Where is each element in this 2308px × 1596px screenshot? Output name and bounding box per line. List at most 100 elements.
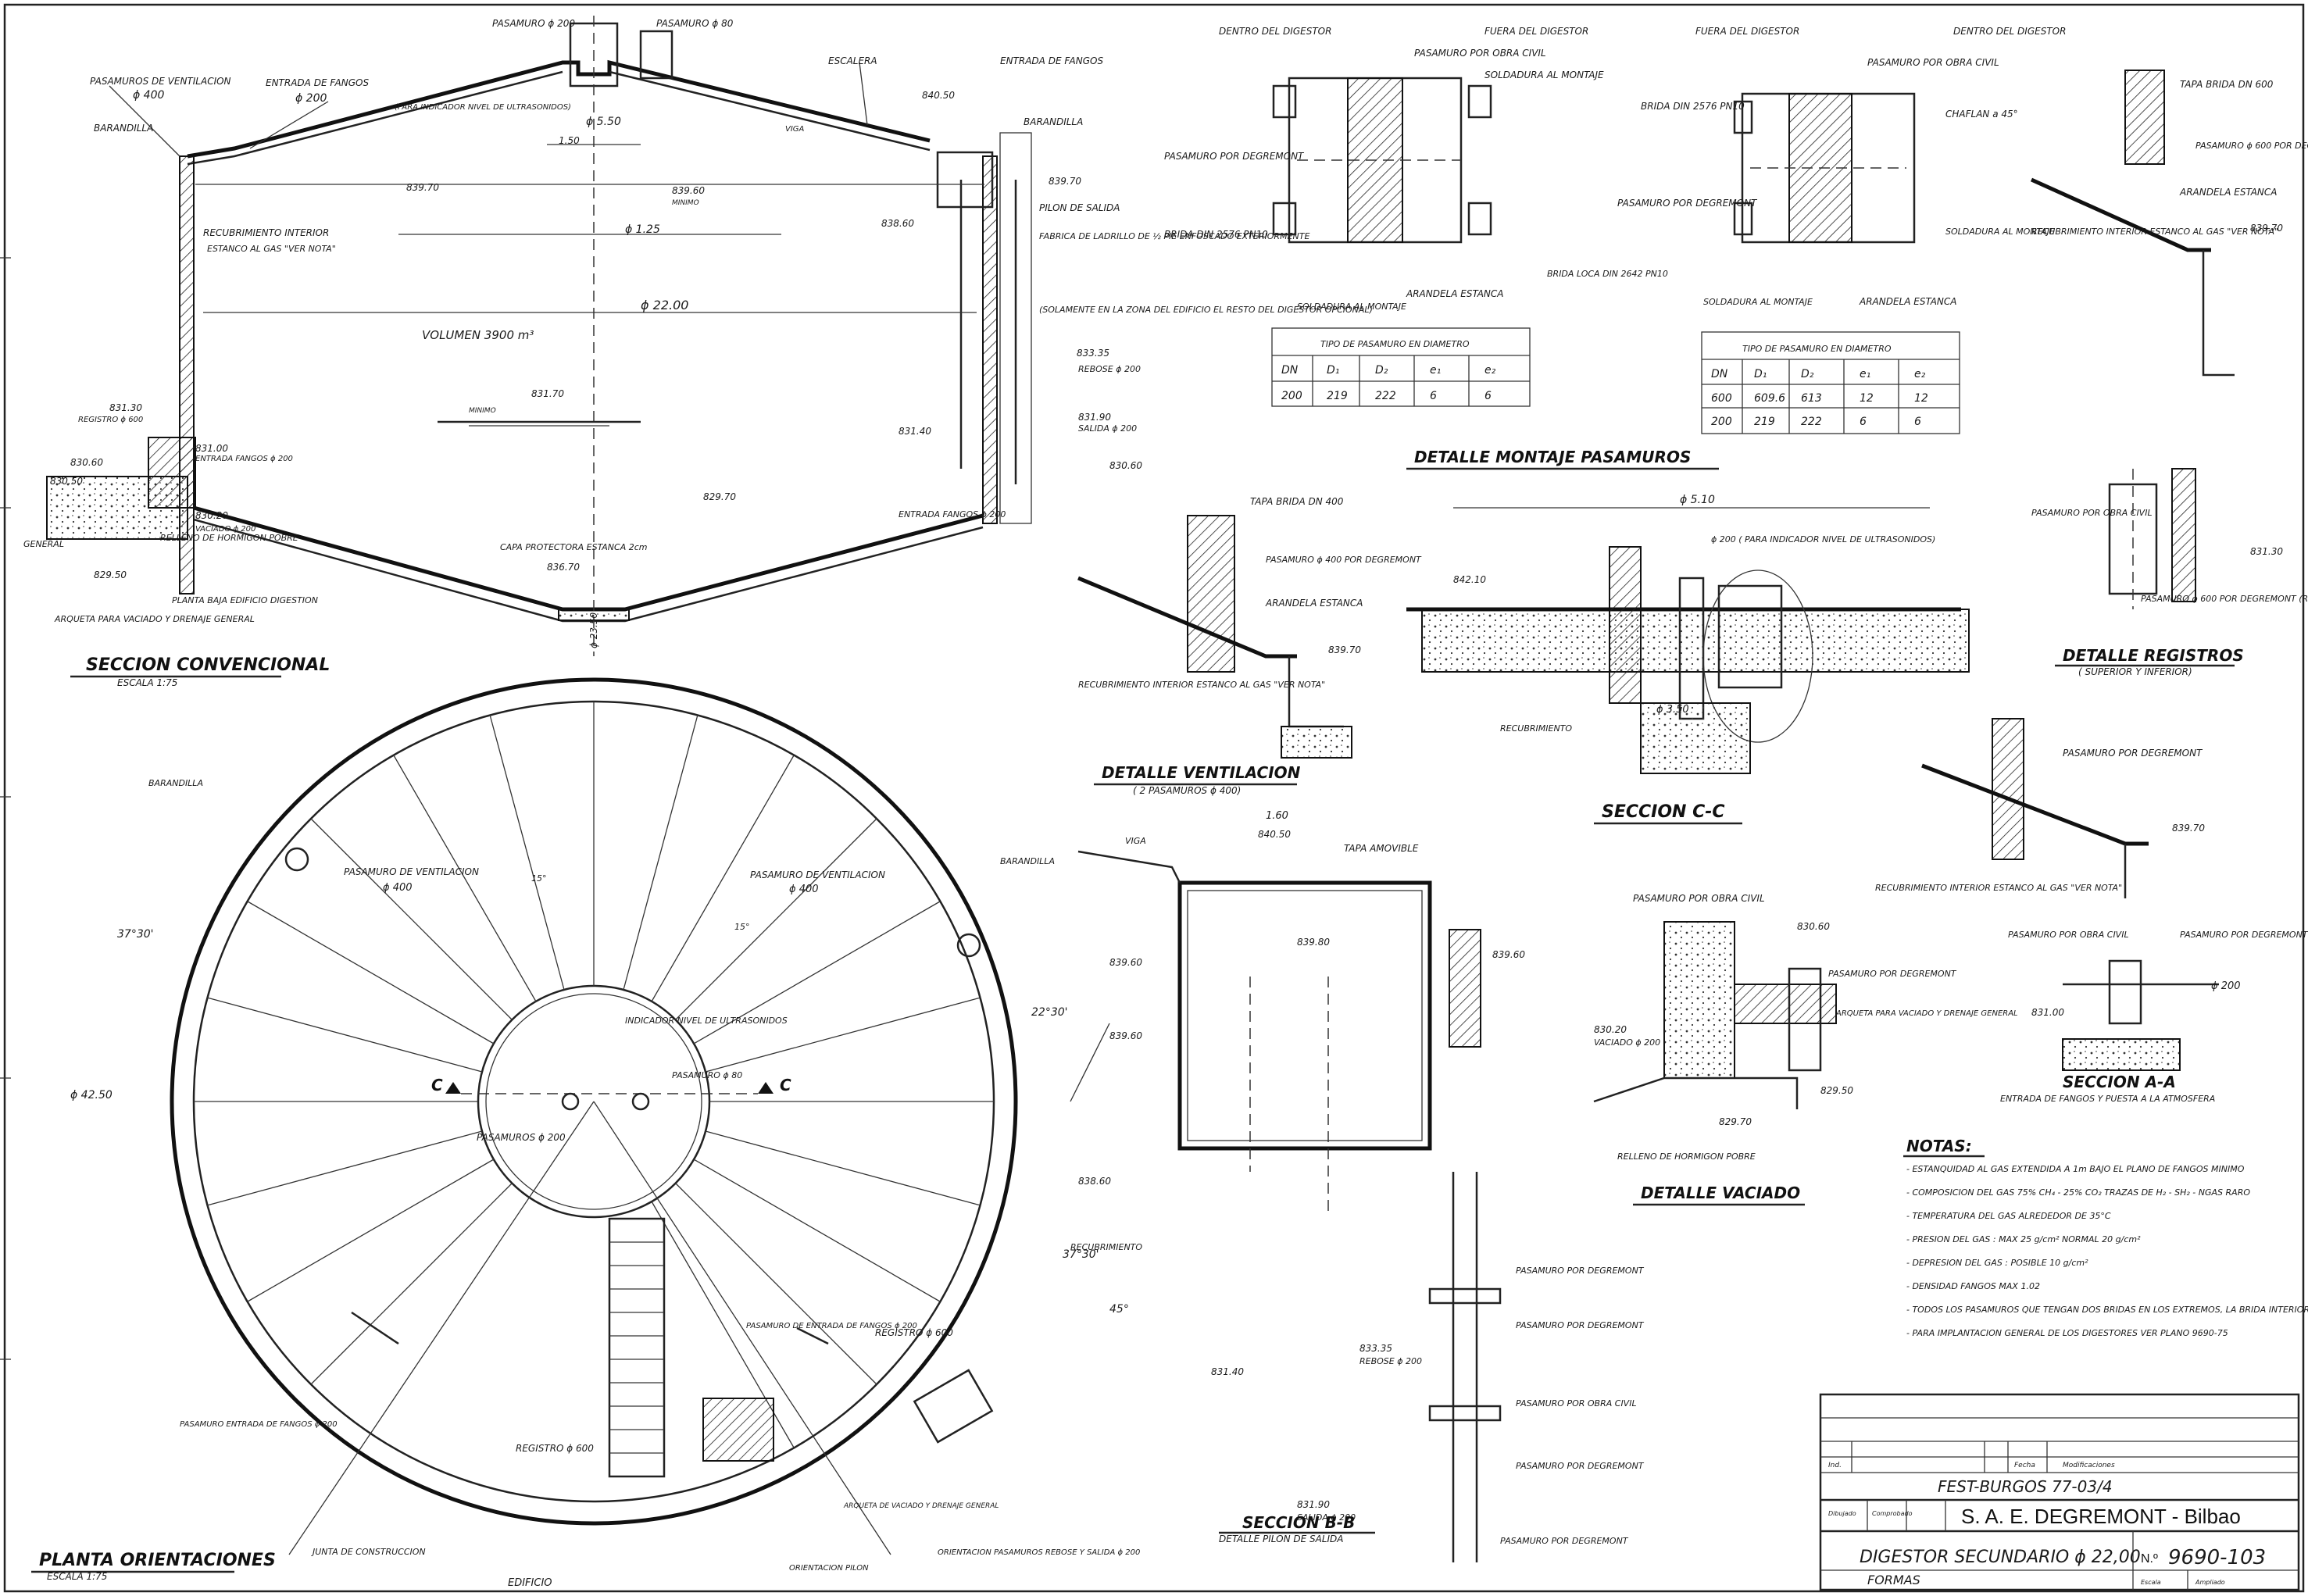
sub-detail-vent: ( 2 PASAMUROS ϕ 400) — [1133, 785, 1241, 796]
plan-stair — [608, 1217, 666, 1478]
dd-e4: 829.50 — [1820, 1085, 1853, 1096]
plan-lbl-joint: JUNTA DE CONSTRUCCION — [311, 1547, 426, 1557]
table-left-header: e₁ — [1430, 364, 1441, 377]
bb-degremont1: PASAMURO POR DEGREMONT — [1516, 1266, 1645, 1276]
plan-lbl-railing2: BARANDILLA — [1000, 856, 1055, 866]
note-item: - PARA IMPLANTACION GENERAL DE LOS DIGES… — [1906, 1328, 2228, 1338]
table-right-cell: 12 — [1860, 392, 1874, 405]
table-left-header: e₂ — [1484, 364, 1496, 377]
dd-e2: 830.20 — [1594, 1024, 1627, 1035]
plan-lbl-pass80: PASAMURO ϕ 80 — [672, 1070, 742, 1080]
plan-outer-wall — [170, 677, 1018, 1526]
plan-view — [170, 677, 1110, 1555]
bb-degremont2: PASAMURO POR DEGREMONT — [1516, 1320, 1645, 1330]
dd-degremont: PASAMURO POR DEGREMONT — [1828, 969, 1957, 979]
tb-small-2: Comprobado — [1872, 1510, 1913, 1517]
dp-flange2: BRIDA LOCA DIN 2642 PN10 — [1547, 269, 1668, 279]
lbl-ground-floor: PLANTA BAJA EDIFICIO DIGESTION — [172, 595, 318, 605]
lbl-general: GENERAL — [23, 539, 64, 549]
sheet-border — [3, 3, 2305, 1593]
dim-e8: 831.40 — [899, 426, 931, 437]
dr-cap: TAPA BRIDA DN 600 — [2180, 79, 2274, 90]
conventional-section-labels: PASAMUROS DE VENTILACION ϕ 400 ENTRADA D… — [23, 18, 1373, 688]
dd-e1: 830.60 — [1797, 921, 1830, 932]
lbl-lining: RECUBRIMIENTO INTERIOR — [203, 227, 329, 238]
table-right-cell: 609.6 — [1754, 392, 1785, 405]
title-section-aa: SECCION A-A — [2063, 1073, 2176, 1091]
plan-outlet-pylon — [702, 1398, 774, 1462]
lbl-drain-box: ARQUETA PARA VACIADO Y DRENAJE GENERAL — [54, 614, 255, 624]
plan-section-markers — [351, 1082, 829, 1345]
dr-pass: PASAMURO ϕ 600 POR DEGREMONT (REGISTRO S… — [2195, 141, 2308, 151]
plan-vent-right — [956, 933, 981, 958]
dp-washer-l: ARANDELA ESTANCA — [1406, 288, 1503, 299]
lbl-minimum: MINIMO — [672, 199, 699, 207]
plan-angle1: 37°30' — [117, 928, 153, 941]
lbl-minimum2: MINIMO — [469, 407, 496, 415]
dim-d-inner: ϕ 22.00 — [641, 298, 688, 312]
note-item: - DEPRESION DEL GAS : POSIBLE 10 g/cm² — [1906, 1258, 2088, 1268]
dp-outside-r: FUERA DEL DIGESTOR — [1695, 26, 1799, 37]
title-detail-registers: DETALLE REGISTROS — [2063, 646, 2244, 665]
dim-d-total: ϕ 23.50 — [588, 612, 599, 648]
dr-washer: ARANDELA ESTANCA — [2179, 187, 2277, 198]
detail-drain-labels: PASAMURO POR OBRA CIVIL PASAMURO POR DEG… — [1594, 893, 2018, 1206]
dim-e7: 831.90 — [1078, 412, 1111, 423]
table-right-cell: 219 — [1754, 416, 1775, 428]
dim-e3: 839.60 — [672, 185, 705, 196]
plan-lbl-vent-dia: ϕ 400 — [383, 882, 413, 894]
lbl-vent-dia: ϕ 400 — [133, 89, 165, 102]
dp-civil-l: PASAMURO POR OBRA CIVIL — [1414, 48, 1546, 59]
note-item: - PRESION DEL GAS : MAX 25 g/cm² NORMAL … — [1906, 1234, 2141, 1244]
bb-e2: 839.60 — [1109, 957, 1142, 968]
table-right-header: D₂ — [1801, 368, 1814, 380]
title-block-text: Ind. Fecha Modificaciones FEST-BURGOS 77… — [1828, 1462, 2266, 1587]
plan-angle4: 45° — [1109, 1303, 1129, 1316]
title-section-bb: SECCION B-B — [1242, 1513, 1355, 1532]
dp-civil-r: PASAMURO POR OBRA CIVIL — [1867, 57, 1999, 68]
dr-e1: 839.70 — [2250, 223, 2283, 234]
notes: NOTAS: - ESTANQUIDAD AL GAS EXTENDIDA A … — [1903, 1137, 2308, 1338]
title-detail-pass: DETALLE MONTAJE PASAMUROS — [1414, 448, 1691, 466]
dd-box: ARQUETA PARA VACIADO Y DRENAJE GENERAL — [1835, 1009, 2018, 1018]
dim-e16: 830.60 — [70, 457, 103, 468]
lbl-sludge-in-right: ENTRADA DE FANGOS — [1000, 55, 1103, 66]
cc-e: 842.10 — [1453, 574, 1486, 585]
table-right-cell: 6 — [1914, 416, 1921, 428]
title-block — [1819, 1393, 2300, 1591]
dv-lining: RECUBRIMIENTO INTERIOR ESTANCO AL GAS "V… — [1078, 680, 1325, 690]
table-left-header: D₂ — [1375, 364, 1388, 377]
lbl-outlet: SALIDA ϕ 200 — [1078, 423, 1137, 434]
cc-dim: ϕ 5.10 — [1680, 494, 1715, 506]
bb-overflow: REBOSE ϕ 200 — [1359, 1356, 1422, 1366]
lbl-volume: VOLUMEN 3900 m³ — [422, 328, 534, 342]
dim-e1: 840.50 — [922, 90, 955, 101]
dp-washer-r: ARANDELA ESTANCA — [1859, 296, 1956, 307]
plan-lbl-building: EDIFICIO — [508, 1577, 552, 1589]
dp-table-title-l: TIPO DE PASAMURO EN DIAMETRO — [1320, 339, 1470, 349]
lbl-brick-note: (SOLAMENTE EN LA ZONA DEL EDIFICIO EL RE… — [1039, 305, 1373, 315]
plan-lbl-vent2-dia: ϕ 400 — [789, 884, 819, 895]
lbl-overflow: REBOSE ϕ 200 — [1078, 364, 1141, 374]
tb-number-label: N.º — [2141, 1552, 2158, 1566]
table-right-cell: 6 — [1860, 416, 1867, 428]
plan-lbl-drain-box: ARQUETA DE VACIADO Y DRENAJE GENERAL — [843, 1502, 999, 1510]
aa-degremont2: PASAMURO POR DEGREMONT — [2180, 930, 2308, 940]
note-item: - TODOS LOS PASAMUROS QUE TENGAN DOS BRI… — [1906, 1305, 2308, 1315]
plan-lbl-railing: BARANDILLA — [148, 778, 203, 788]
bb-e5: 833.35 — [1359, 1343, 1392, 1354]
plan-c-mark-left: C — [431, 1076, 443, 1094]
plan-lbl-orient: ORIENTACION PILON — [789, 1564, 869, 1573]
plan-lbl-orient2: ORIENTACION PASAMUROS REBOSE Y SALIDA ϕ … — [938, 1548, 1140, 1557]
tb-small-1: Dibujado — [1828, 1510, 1856, 1517]
lbl-sludge-in-dia: ϕ 200 — [295, 92, 327, 105]
plan-angle15a: 15° — [531, 873, 547, 884]
dim-e11: 829.50 — [94, 569, 127, 580]
section-bb-labels: VIGA TAPA AMOVIBLE 840.50 839.60 839.60 … — [1070, 810, 1645, 1546]
dp-degremont-r: PASAMURO POR DEGREMONT — [1617, 198, 1758, 209]
dim-e2: 839.70 — [1049, 176, 1081, 187]
roof-slab — [187, 59, 931, 159]
dp-inside-l: DENTRO DEL DIGESTOR — [1219, 26, 1331, 37]
tb-company: S. A. E. DEGREMONT - Bilbao — [1961, 1505, 2241, 1528]
